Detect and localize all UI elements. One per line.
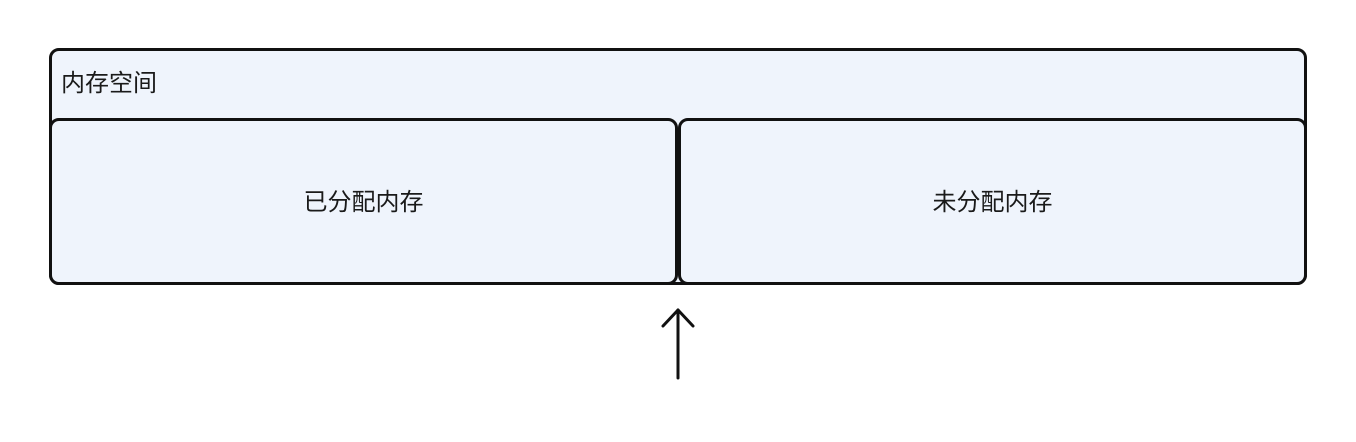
unallocated-memory-region: 未分配内存 bbox=[678, 118, 1307, 285]
unallocated-memory-label: 未分配内存 bbox=[932, 187, 1053, 216]
allocated-memory-label: 已分配内存 bbox=[303, 187, 424, 216]
allocated-memory-region: 已分配内存 bbox=[49, 118, 678, 285]
memory-space-label: 内存空间 bbox=[61, 69, 157, 97]
arrow-up-icon bbox=[661, 308, 695, 380]
